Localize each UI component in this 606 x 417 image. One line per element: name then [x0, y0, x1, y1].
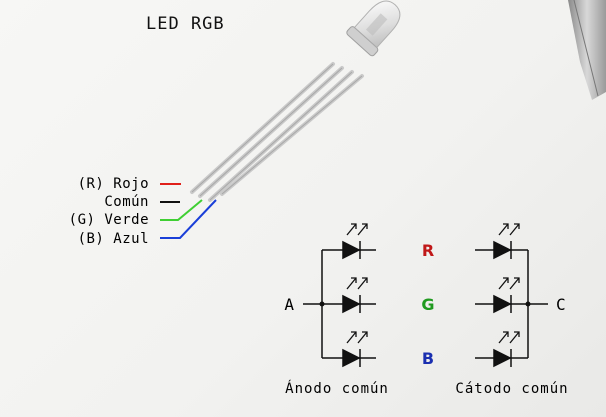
diode-cathode-red	[493, 240, 512, 260]
channel-letter-b: B	[422, 349, 434, 368]
pin-label-blue: (B) Azul	[78, 231, 149, 247]
diode-anode-green	[342, 294, 361, 314]
diode-cathode-green	[493, 294, 512, 314]
led-illustration	[190, 0, 401, 202]
channel-letter-g: G	[421, 295, 434, 314]
cathode-caption: Cátodo común	[455, 381, 568, 397]
pin-label-red: (R) Rojo	[78, 176, 149, 192]
anode-terminal-label: A	[284, 295, 294, 314]
wire-blue	[160, 199, 217, 239]
diode-cathode-blue	[493, 348, 512, 368]
pin-label-green: (G) Verde	[69, 212, 149, 228]
anode-caption: Ánodo común	[285, 380, 389, 397]
pin-labels: (R) Rojo Común (G) Verde (B) Azul	[69, 176, 149, 247]
pin-label-common: Común	[104, 194, 149, 210]
cathode-terminal-label: C	[556, 295, 566, 314]
diode-anode-blue	[342, 348, 361, 368]
wire-green	[160, 199, 203, 221]
channel-letter-r: R	[422, 241, 434, 260]
common-anode-schematic	[303, 223, 376, 368]
diode-anode-red	[342, 240, 361, 260]
pin-wires	[160, 183, 217, 239]
pencil-illustration	[568, 0, 606, 100]
common-cathode-schematic	[475, 223, 548, 368]
diagram-title: LED RGB	[146, 14, 225, 34]
